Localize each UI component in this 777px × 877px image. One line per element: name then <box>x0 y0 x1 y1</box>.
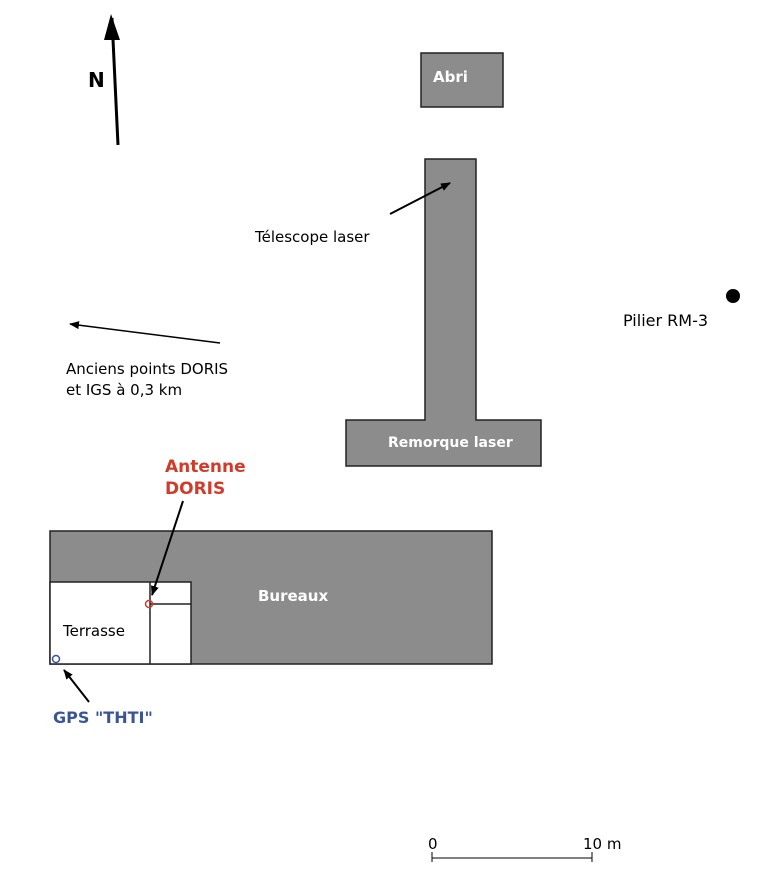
building-abri: Abri <box>420 52 504 108</box>
pilier-marker-icon <box>726 289 740 303</box>
north-label: N <box>88 68 105 92</box>
anciens-label-line2: et IGS à 0,3 km <box>66 381 182 399</box>
telescope-annotation: Télescope laser <box>254 182 451 246</box>
pilier-rm3: Pilier RM-3 <box>623 289 740 330</box>
terrasse-label: Terrasse <box>62 622 125 640</box>
gps-thti: GPS "THTI" <box>51 654 153 727</box>
antenne-doris: Antenne DORIS <box>144 457 246 609</box>
antenne-label-line1: Antenne <box>165 457 246 477</box>
pilier-label: Pilier RM-3 <box>623 311 708 330</box>
gps-arrow <box>63 669 90 703</box>
scale-start-label: 0 <box>428 835 438 853</box>
north-arrow-head-icon <box>104 14 120 40</box>
abri-shape <box>420 52 504 108</box>
scale-end-label: 10 m <box>583 835 621 853</box>
gps-label: GPS "THTI" <box>53 708 153 727</box>
antenne-marker-icon <box>144 599 154 609</box>
scale-bar: 0 10 m <box>428 835 621 862</box>
telescope-label: Télescope laser <box>254 228 370 246</box>
terrasse: Terrasse <box>49 581 192 665</box>
telescope-arrow <box>389 182 451 215</box>
anciens-points-arrow <box>69 321 221 344</box>
antenne-label-line2: DORIS <box>165 479 225 499</box>
antenne-arrow <box>151 500 184 596</box>
remorque-laser-shape <box>345 158 542 467</box>
terrasse-shape <box>49 581 192 665</box>
gps-marker-icon <box>51 654 61 664</box>
north-arrow: N <box>88 14 120 146</box>
remorque-laser-label: Remorque laser <box>388 435 513 451</box>
anciens-points-annotation: Anciens points DORIS et IGS à 0,3 km <box>66 321 228 399</box>
building-remorque-laser: Remorque laser <box>345 158 542 467</box>
bureaux-label: Bureaux <box>258 587 328 605</box>
anciens-label-line1: Anciens points DORIS <box>66 360 228 378</box>
abri-label: Abri <box>433 68 468 86</box>
